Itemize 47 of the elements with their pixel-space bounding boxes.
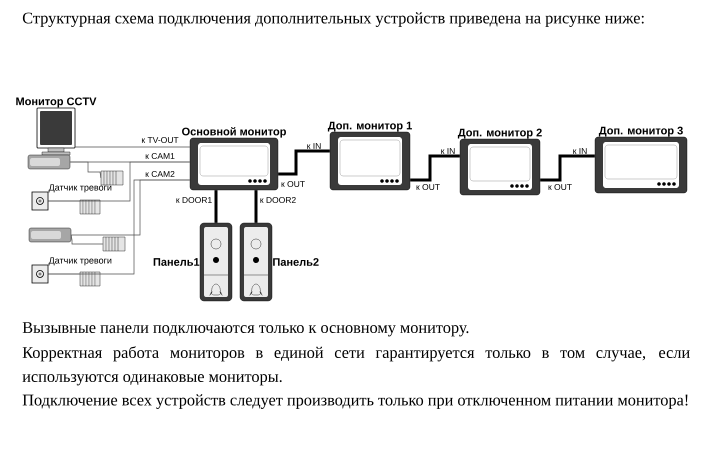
cable <box>410 154 460 182</box>
edge-label: к OUT <box>280 180 306 188</box>
note-paragraph: Подключение всех устройств следует производить только при отключенном питании монитора! <box>22 394 688 409</box>
node-label: Панель1 <box>154 258 200 266</box>
node-label: Датчик тревоги <box>48 257 112 266</box>
cable <box>70 234 104 244</box>
power-adapter-drawing <box>102 236 126 252</box>
port-label: к IN <box>572 148 588 154</box>
intro-paragraph: Структурная схема подключения дополнительных устройств приведена на рисунке ниже: <box>22 12 644 27</box>
edge-label: к CAM2 <box>144 170 176 178</box>
node-label: Монитор CCTV <box>16 97 96 108</box>
monitor-drawing: Доп. монитор 2 <box>458 128 542 196</box>
node-label: Панель2 <box>273 258 319 266</box>
power-adapter-drawing <box>80 200 100 214</box>
sensor-drawing: Датчик тревоги <box>32 257 112 284</box>
node-label: Доп. монитор 1 <box>328 122 412 132</box>
call-panel-drawing: Панель2 <box>240 222 319 302</box>
camera-drawing <box>28 228 72 242</box>
monitor-drawing: Доп. монитор 1 <box>328 122 412 190</box>
monitor-drawing: Доп. монитор 3 <box>594 126 688 194</box>
edge-label: к CAM1 <box>144 152 176 160</box>
edge-label: к OUT <box>416 184 441 190</box>
edge-label: к DOOR1 <box>175 196 213 204</box>
port-label: к IN <box>306 142 322 150</box>
cable <box>254 190 258 223</box>
cable <box>70 162 102 178</box>
note-paragraph: Корректная работа мониторов в единой сети гарантируется только в том случае, если используются одинаковые мониторы. <box>22 346 690 386</box>
note-paragraph: Вызывные панели подключаются только к основному монитору. <box>22 322 468 336</box>
sensor-drawing: Датчик тревоги <box>32 184 112 210</box>
cable <box>278 150 330 176</box>
cable <box>214 190 218 223</box>
cable <box>48 200 80 202</box>
monitor-drawing: Монитор CCTV <box>16 97 96 148</box>
node-label: Доп. монитор 3 <box>598 126 683 137</box>
call-panel-drawing: Панель1 <box>154 222 232 302</box>
power-adapter-drawing <box>100 170 124 186</box>
port-label: к IN <box>440 148 456 154</box>
node-label: Основной монитор <box>182 127 286 138</box>
edge-label: к OUT <box>548 184 572 190</box>
edge-label: к TV-OUT <box>140 136 180 144</box>
power-adapter-drawing <box>80 272 100 286</box>
edge-label: к DOOR2 <box>259 196 297 204</box>
node-label: Доп. монитор 2 <box>458 128 542 139</box>
camera-drawing <box>28 154 70 170</box>
cable <box>540 154 595 182</box>
cable <box>75 146 190 148</box>
node-label: Датчик тревоги <box>48 184 112 192</box>
